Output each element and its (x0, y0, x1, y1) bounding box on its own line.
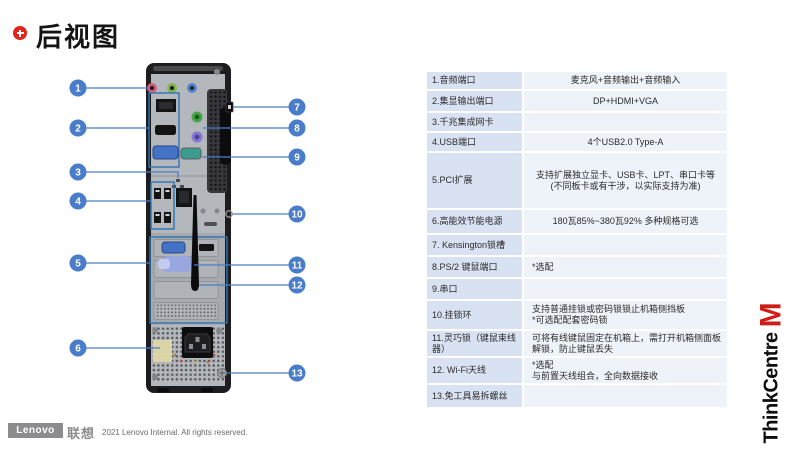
psu-label (153, 340, 172, 362)
lenovo-logo: Lenovo (8, 423, 63, 438)
padlock-loop (225, 210, 233, 218)
svg-text:11: 11 (292, 261, 303, 272)
table-cell-line: 180瓦85%~380瓦92% 多种规格可选 (552, 216, 699, 226)
highlight-box-video (148, 92, 180, 168)
power-inlet (182, 327, 213, 358)
usb-ports (154, 188, 171, 223)
callout-11: 11 (194, 256, 306, 274)
table-row-value: 180瓦85%~380瓦92% 多种规格可选 (524, 210, 727, 233)
table-row-value (524, 279, 727, 299)
table-row-value: *选配与前置天线组合，全向数据接收 (524, 358, 727, 383)
vga-port (152, 145, 179, 160)
title-bullet-icon (13, 26, 27, 40)
hdmi-port (155, 125, 176, 135)
smart-cable-lock (158, 256, 193, 272)
callout-7: 7 (233, 98, 306, 116)
highlight-box-usb (150, 181, 175, 230)
table-row-label: 10.挂锁环 (427, 301, 522, 329)
table-row-value: 可将有线键鼠固定在机箱上，需打开机箱侧面板解锁，防止键鼠丢失 (524, 331, 727, 356)
svg-text:12: 12 (291, 281, 303, 292)
top-screw (214, 69, 220, 75)
svg-text:4: 4 (75, 197, 81, 208)
table-row-value (524, 385, 727, 407)
handle-recess (220, 107, 231, 165)
table-row-label: 12. Wi-Fi天线 (427, 358, 522, 383)
callout-13: 13 (227, 364, 306, 382)
svg-text:10: 10 (291, 210, 303, 221)
table-row-label: 2.集显输出端口 (427, 91, 522, 111)
callout-10: 10 (233, 205, 306, 223)
table-row-value: 麦克风+音频输出+音频输入 (524, 72, 727, 89)
lenovo-logo-cn: 联想 (67, 426, 96, 441)
table-row-label: 8.PS/2 键鼠端口 (427, 257, 522, 277)
wifi-antenna (191, 195, 199, 291)
table-row-value: 支持普通挂锁或密码锁锁止机箱侧挡板*可选配配套密码锁 (524, 301, 727, 329)
callout-4: 4 (69, 192, 151, 210)
table-cell-line: DP+HDMI+VGA (592, 95, 659, 106)
card-vga-port (161, 241, 186, 254)
table-cell-line: 可将有线键鼠固定在机箱上，需打开机箱侧面板 (532, 332, 722, 343)
table-cell-line: 支持扩展独立显卡、USB卡、LPT、串口卡等 (535, 169, 715, 180)
table-row-label: 7. Kensington锁槽 (427, 235, 522, 255)
highlight-box-pci (149, 236, 228, 324)
table-row-label: 4.USB端口 (427, 133, 522, 151)
table-row-label: 11.灵巧锁（键鼠束线器） (427, 331, 522, 356)
svg-text:3: 3 (75, 168, 81, 179)
svg-text:2: 2 (75, 124, 81, 135)
callout-1: 1 (69, 79, 148, 97)
spec-table: 1.音频端口 麦克风+音频输出+音频输入 2.集显输出端口 DP+HDMI+VGA 3.… (427, 72, 727, 407)
table-cell-line: 解锁，防止键鼠丢失 (532, 343, 614, 354)
table-cell-line: 支持普通挂锁或密码锁锁止机箱侧挡板 (532, 304, 686, 314)
table-row-value: 支持扩展独立显卡、USB卡、LPT、串口卡等(不同板卡或有干涉，以实际支持为准) (524, 153, 727, 208)
callout-8: 8 (203, 119, 306, 137)
callout-3: 3 (69, 163, 179, 181)
callout-6: 6 (69, 339, 160, 357)
brand-m-logo: M (754, 302, 788, 328)
table-cell-line: 麦克风+音频输出+音频输入 (570, 75, 681, 85)
page-title: 后视图 (36, 22, 121, 52)
table-row-label: 3.千兆集成网卡 (427, 113, 522, 131)
table-cell-line: *可选配配套密码锁 (532, 315, 608, 325)
table-cell-line: (不同板卡或有干涉，以实际支持为准) (550, 180, 701, 191)
table-row-value (524, 235, 727, 255)
audio-ports (147, 83, 197, 93)
callout-9: 9 (202, 148, 306, 166)
callout-5: 5 (69, 254, 150, 272)
brand-vertical: ThinkCentre M (753, 302, 791, 444)
brand-thinkcentre: ThinkCentre (760, 332, 782, 444)
copyright-text: 2021 Lenovo Internal. All rights reserve… (102, 428, 248, 437)
table-row-value: *选配 (524, 257, 727, 277)
svg-text:13: 13 (291, 369, 303, 380)
chassis-top-vent (153, 66, 223, 71)
table-row-label: 1.音频端口 (427, 72, 522, 89)
svg-text:5: 5 (75, 259, 81, 270)
table-row-value (524, 113, 727, 131)
table-row-label: 13.免工具易拆螺丝 (427, 385, 522, 407)
svg-text:7: 7 (294, 103, 300, 114)
card-hdmi-port (199, 244, 214, 251)
table-cell-line: *选配 (532, 261, 554, 272)
svg-text:8: 8 (294, 124, 300, 135)
svg-text:6: 6 (75, 344, 81, 355)
table-row-label: 6.高能效节能电源 (427, 210, 522, 233)
table-row-value: DP+HDMI+VGA (524, 91, 727, 111)
svg-text:1: 1 (75, 84, 81, 95)
callout-12: 12 (199, 276, 306, 294)
table-cell-line: 与前置天线组合，全向数据接收 (532, 370, 659, 381)
svg-text:9: 9 (294, 153, 300, 164)
table-row-label: 9.串口 (427, 279, 522, 299)
table-row-label: 5.PCI扩展 (427, 153, 522, 208)
serial-port (180, 147, 202, 160)
table-cell-line: 4个USB2.0 Type-A (587, 136, 664, 147)
table-cell-line: *选配 (532, 359, 554, 370)
callout-2: 2 (69, 119, 149, 137)
table-row-value: 4个USB2.0 Type-A (524, 133, 727, 151)
tower-rear-illustration (146, 63, 234, 393)
